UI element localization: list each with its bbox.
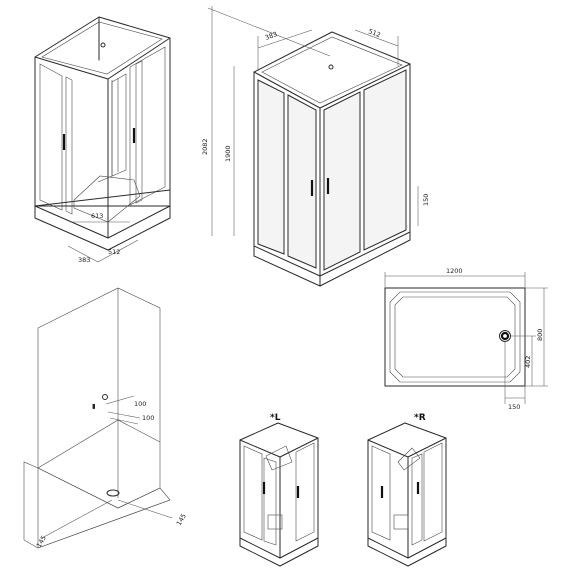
cabin-isometric-open-view: 613 383 512 bbox=[34, 16, 171, 264]
dim-383-label: 383 bbox=[78, 256, 90, 264]
dim-1200-label: 1200 bbox=[446, 267, 463, 275]
dim-402-label: 402 bbox=[524, 356, 532, 368]
dim-383-top-label: 383 bbox=[264, 30, 278, 42]
wall-installation-layout: ▮ 100 100 145 145 bbox=[23, 287, 188, 549]
variant-left-cabin: *L bbox=[239, 413, 319, 567]
cabin-isometric-closed-view: 2082 1900 383 512 150 bbox=[201, 6, 430, 287]
dim-145-right-label: 145 bbox=[175, 512, 188, 527]
tap-symbol: ▮ bbox=[92, 402, 96, 410]
dim-512-label: 512 bbox=[108, 248, 120, 256]
shower-tray-plan-view: 1200 800 402 150 bbox=[384, 267, 548, 411]
variant-right-cabin: *R bbox=[367, 413, 447, 567]
dim-613-label: 613 bbox=[91, 212, 103, 220]
dim-150-plan-label: 150 bbox=[508, 403, 520, 411]
dim-100-lower-label: 100 bbox=[142, 414, 154, 422]
variant-left-label: *L bbox=[270, 413, 281, 423]
dim-2082-label: 2082 bbox=[201, 138, 209, 155]
dim-512-top-label: 512 bbox=[367, 27, 381, 39]
dim-1900-label: 1900 bbox=[224, 145, 232, 162]
dim-800-label: 800 bbox=[536, 329, 544, 341]
dim-145-left-label: 145 bbox=[35, 534, 48, 549]
variant-right-label: *R bbox=[414, 413, 426, 423]
dim-100-upper-label: 100 bbox=[134, 400, 146, 408]
dim-150-label: 150 bbox=[422, 194, 430, 206]
